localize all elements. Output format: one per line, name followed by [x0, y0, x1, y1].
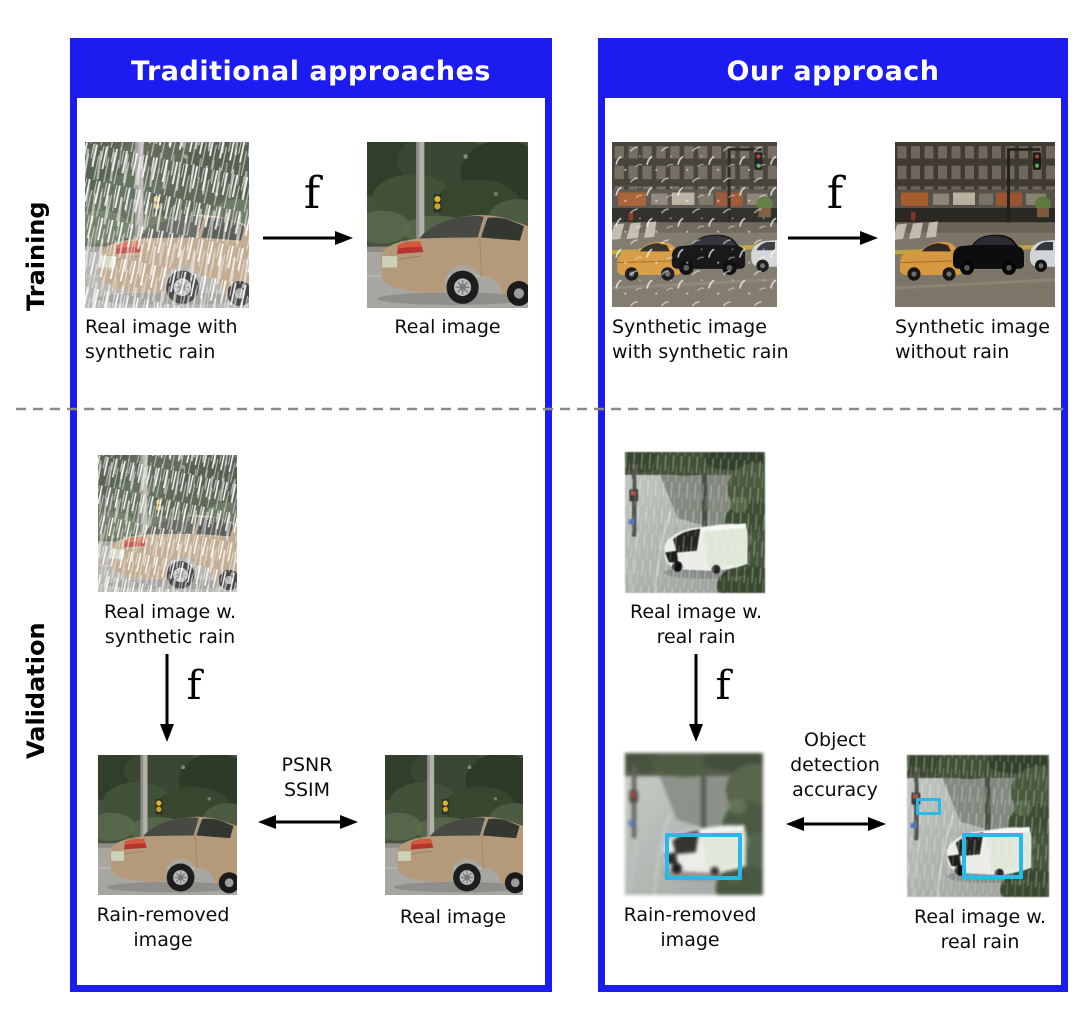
photo-real-image-real-rain: [625, 452, 765, 593]
caption-ours-validation-result: Rain-removed image: [623, 904, 757, 952]
panel-title-traditional: Traditional approaches: [77, 45, 545, 98]
right-arrow: [788, 231, 878, 245]
down-arrow: [689, 654, 703, 742]
caption-ours-training-input: Synthetic image with synthetic rain: [612, 316, 789, 364]
photo-rain-removed-image: [98, 755, 237, 895]
row-label-validation: Validation: [22, 622, 50, 759]
caption-ours-training-output: Synthetic image without rain: [895, 316, 1050, 364]
photo-real-image-reference: [385, 755, 523, 895]
photo-real-image: [367, 142, 528, 308]
function-f-label: f: [826, 168, 844, 219]
detection-box-van-reference: [962, 833, 1023, 879]
right-arrow: [263, 231, 353, 245]
caption-trad-validation-reference: Real image: [399, 906, 507, 928]
caption-psnr-ssim: PSNR SSIM: [281, 754, 333, 802]
caption-trad-training-output: Real image: [394, 316, 501, 338]
double-arrow: [786, 817, 886, 831]
photo-real-image-with-synthetic-rain-small: [98, 455, 237, 592]
photo-synthetic-image-with-rain: [612, 142, 777, 307]
caption-ours-validation-reference: Real image w. real rain: [913, 906, 1047, 954]
detection-box-small: [916, 798, 941, 815]
photo-real-image-real-rain-reference: [907, 755, 1049, 897]
function-f-label: f: [303, 168, 321, 219]
photo-synthetic-image-without-rain: [895, 142, 1055, 307]
row-label-training: Training: [22, 201, 50, 311]
double-arrow: [258, 815, 358, 829]
function-f-label: f: [715, 663, 731, 709]
panel-title-ours: Our approach: [605, 45, 1061, 98]
caption-ours-validation-input: Real image w. real rain: [629, 601, 763, 649]
detection-box-van: [665, 833, 742, 880]
function-f-label: f: [186, 663, 202, 709]
caption-object-detection-accuracy: Object detection accuracy: [790, 729, 880, 802]
training-validation-separator: [16, 407, 1064, 411]
photo-real-image-with-synthetic-rain: [85, 142, 249, 308]
down-arrow: [160, 654, 174, 742]
caption-trad-validation-result: Rain-removed image: [96, 904, 230, 952]
caption-trad-validation-input: Real image w. synthetic rain: [103, 601, 237, 649]
caption-trad-training-input: Real image with synthetic rain: [85, 316, 238, 364]
